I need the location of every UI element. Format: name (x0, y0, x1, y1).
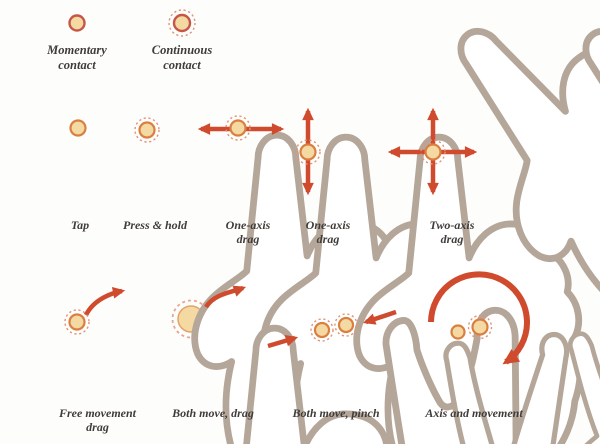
gesture-label-two-axis: Two-axis drag (429, 218, 475, 247)
gesture-label-free-movement: Free movement drag (59, 406, 136, 435)
momentary-dot (68, 14, 86, 32)
tap-contact-dot (69, 119, 87, 137)
momentary-contact-icon (68, 14, 86, 32)
continuous-dash-ring (168, 9, 196, 37)
legend-item-continuous: Continuous contact (140, 6, 224, 73)
both-move-drag-arrow (204, 285, 247, 309)
continuous-contact-icon (168, 9, 196, 37)
pinch-contact-left (310, 318, 334, 342)
legend-label-continuous: Continuous contact (151, 43, 213, 72)
axis-movement-arc-arrow (428, 271, 530, 365)
pinch-arrows (267, 309, 397, 349)
gesture-label-one-axis-v: One-axis drag (305, 218, 351, 247)
gesture-label-axis-movement: Axis and movement (425, 406, 523, 420)
axis-contact-continuous (467, 314, 493, 340)
free-movement-arrow (83, 287, 126, 317)
press-hold-contact (134, 117, 160, 143)
gesture-label-one-axis-h: One-axis drag (225, 218, 271, 247)
gesture-label-both-move-pinch: Both move, pinch (292, 406, 380, 420)
legend-label-momentary: Momentary contact (47, 43, 107, 72)
axis-contact-momentary-dot (450, 324, 466, 340)
gesture-label-both-move-drag: Both move, drag (172, 406, 254, 420)
legend-item-momentary: Momentary contact (35, 6, 119, 73)
gesture-label-press-hold: Press & hold (122, 218, 187, 232)
one-axis-v-contact (295, 139, 321, 165)
pinch-contact-right (334, 313, 358, 337)
free-movement-contact (64, 309, 90, 335)
one-axis-h-contact (225, 115, 251, 141)
continuous-dot (172, 13, 192, 33)
two-axis-contact (420, 139, 446, 165)
gesture-label-tap: Tap (70, 218, 90, 232)
